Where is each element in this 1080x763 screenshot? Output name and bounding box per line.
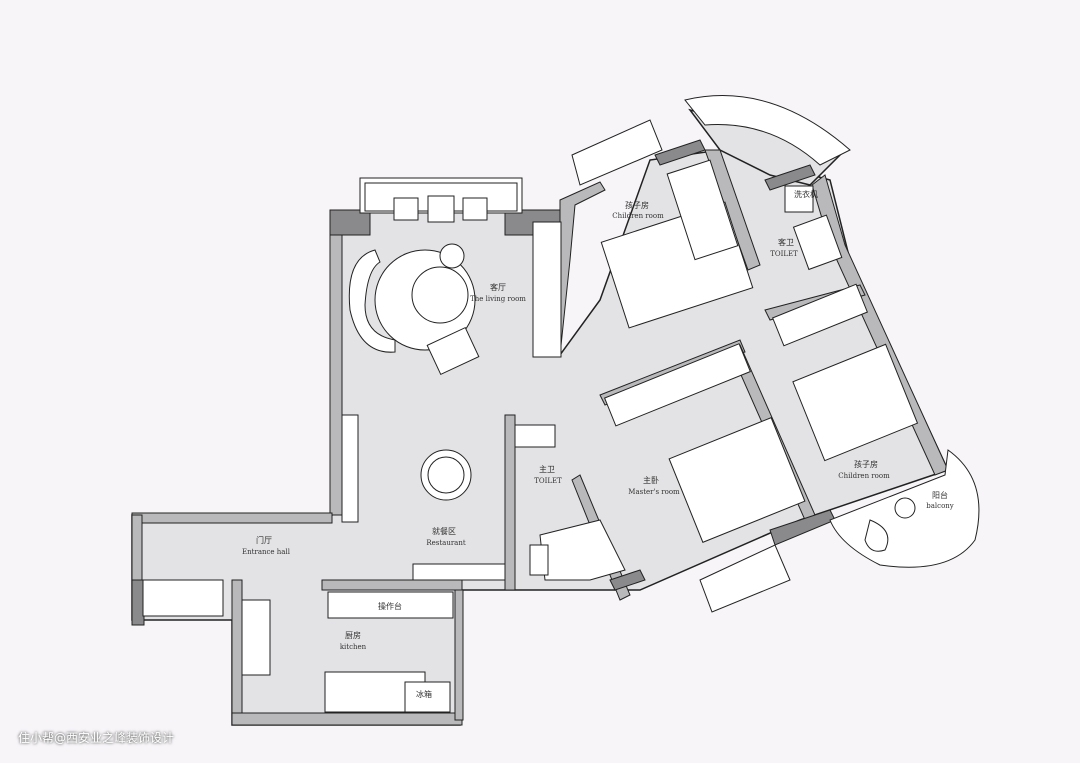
guest-toilet-zh: 客卫 [778, 237, 794, 247]
master-toilet-en: TOILET [534, 477, 562, 485]
master-toilet-zh: 主卫 [539, 464, 555, 474]
balcony-zh: 阳台 [932, 490, 948, 500]
entrance-zh: 门厅 [256, 535, 272, 545]
counter-label: 操作台 [378, 601, 402, 611]
washer-label: 洗衣机 [794, 189, 818, 199]
room-labels: 客厅 The living room 孩子房 Children room 客卫 … [242, 189, 954, 699]
entrance-en: Entrance hall [242, 548, 291, 556]
dining-en: Restaurant [426, 539, 466, 547]
children2-en: Children room [838, 472, 890, 480]
children1-en: Children room [612, 212, 664, 220]
children2-zh: 孩子房 [854, 459, 878, 469]
watermark: 住小帮@西安业之峰装饰设计 [18, 731, 175, 745]
kitchen-en: kitchen [340, 643, 367, 651]
living-zh: 客厅 [490, 282, 506, 292]
balcony-en: balcony [926, 502, 954, 510]
guest-toilet-en: TOILET [770, 250, 798, 258]
furniture [142, 159, 919, 713]
kitchen-zh: 厨房 [345, 630, 361, 640]
walls [131, 139, 949, 726]
dining-zh: 就餐区 [432, 526, 456, 536]
living-en: The living room [470, 295, 526, 303]
children1-zh: 孩子房 [625, 200, 649, 210]
master-en: Master's room [628, 488, 680, 496]
master-zh: 主卧 [643, 475, 659, 485]
fridge-label: 冰箱 [416, 689, 432, 699]
